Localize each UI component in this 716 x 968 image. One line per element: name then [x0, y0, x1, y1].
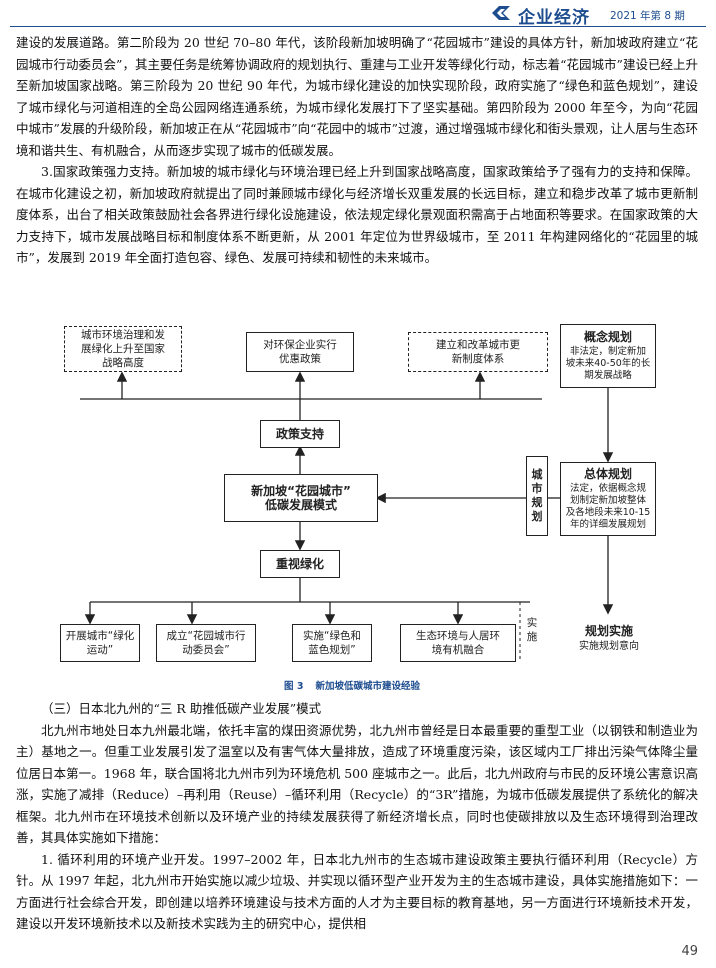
paragraph: 北九州市地处日本九州最北端，依托丰富的煤田资源优势，北九州市曾经是日本最重要的重…	[16, 722, 698, 846]
bottom-box-green-blue-plan: 实施“绿色和 蓝色规划”	[292, 624, 372, 662]
body-text-top: 建设的发展道路。第二阶段为 20 世纪 70–80 年代，该阶段新加坡明确了“花…	[16, 32, 698, 269]
master-plan-text: 法定，依据概念规 划制定新加坡整体 及各地段未来10-15 年的详细发展规划	[565, 483, 651, 530]
paragraph: 建设的发展道路。第二阶段为 20 世纪 70–80 年代，该阶段新加坡明确了“花…	[16, 35, 698, 158]
concept-plan-title: 概念规划	[583, 330, 632, 344]
bottom-box-ecological-integration: 生态环境与人居环 境有机融合	[400, 624, 516, 662]
concept-plan-box: 概念规划 非法定，制定新加 坡未来40-50年的长 期发展战略	[560, 324, 656, 388]
running-header: 企业经济 2021 年第 8 期	[0, 0, 716, 28]
figure-diagram: 城市环境治理和发 展绿化上升至国家 战略高度 对环保企业实行 优惠政策 建立和改…	[60, 322, 660, 674]
plan-implementation-text: 实施规划意向	[579, 641, 639, 652]
page-number: 49	[681, 944, 698, 959]
implementation-label: 实 施	[526, 617, 538, 643]
figure-caption-text: 新加坡低碳城市建设经验	[315, 681, 420, 692]
journal-issue: 2021 年第 8 期	[610, 10, 685, 22]
header-rule	[10, 26, 706, 27]
bottom-box-greening-campaign: 开展城市“绿化 运动”	[60, 624, 140, 662]
plan-implementation-title: 规划实施	[584, 624, 633, 638]
concept-plan-text: 非法定，制定新加 坡未来40-50年的长 期发展战略	[565, 346, 651, 381]
journal-logo-icon	[492, 6, 510, 20]
diagram-connectors	[80, 371, 614, 662]
body-text-bottom: （三）日本北九州的“三 R 助推低碳产业发展”模式 北九州市地处日本九州最北端，…	[16, 698, 698, 935]
master-plan-title: 总体规划	[583, 467, 632, 481]
city-planning-box: 城 市 规 划	[526, 456, 548, 536]
center-model-box: 新加坡“花园城市” 低碳发展模式	[224, 474, 378, 522]
policy-support-box: 政策支持	[260, 420, 340, 448]
top-box-preferential-policy: 对环保企业实行 优惠政策	[246, 332, 354, 372]
bottom-box-action-committee: 成立“花园城市行 动委员会”	[156, 624, 256, 662]
master-plan-box: 总体规划 法定，依据概念规 划制定新加坡整体 及各地段未来10-15 年的详细发…	[560, 462, 656, 536]
emphasis-greening-box: 重视绿化	[260, 550, 340, 578]
figure-label: 图 3	[284, 681, 304, 692]
figure-caption: 图 3 新加坡低碳城市建设经验	[0, 678, 716, 692]
top-box-renewal-system: 建立和改革城市更 新制度体系	[408, 332, 548, 372]
plan-implementation-box: 规划实施 实施规划意向	[566, 618, 652, 660]
top-box-strategy: 城市环境治理和发 展绿化上升至国家 战略高度	[64, 326, 182, 372]
journal-title: 企业经济	[518, 8, 590, 28]
section-heading: （三）日本北九州的“三 R 助推低碳产业发展”模式	[41, 701, 322, 716]
paragraph: 3.国家政策强力支持。新加坡的城市绿化与环境治理已经上升到国家战略高度，国家政策…	[16, 164, 698, 265]
paragraph: 1. 循环利用的环境产业开发。1997–2002 年，日本北九州市的生态城市建设…	[16, 851, 698, 932]
